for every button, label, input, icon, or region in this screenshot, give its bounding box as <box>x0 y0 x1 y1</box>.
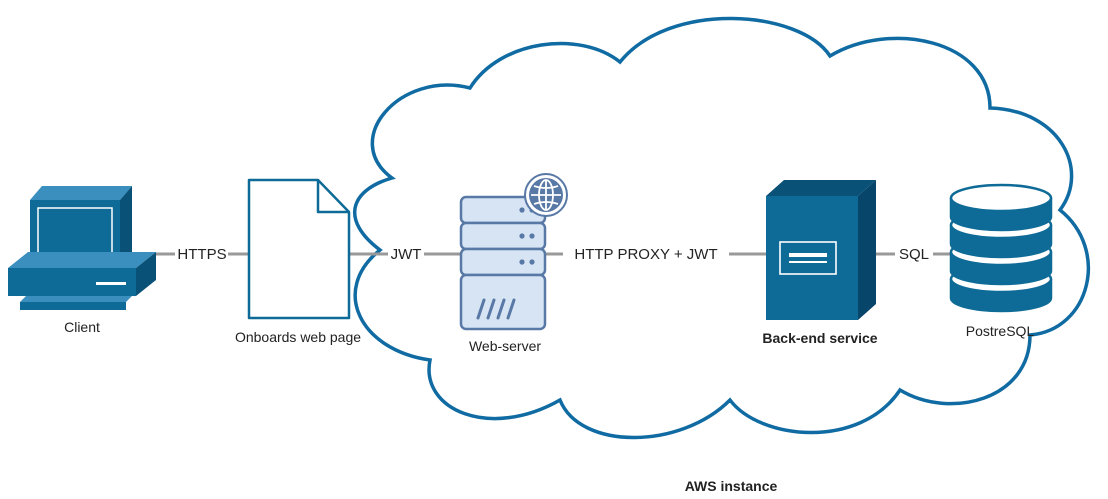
edge-label-jwt: JWT <box>391 246 422 263</box>
aws-instance-label: AWS instance <box>685 478 778 494</box>
web-server-icon <box>459 195 547 331</box>
edge-label-https: HTTPS <box>177 246 226 263</box>
desktop-computer-icon <box>8 186 156 310</box>
backend-label: Back-end service <box>762 330 877 346</box>
client-label: Client <box>64 319 100 335</box>
document-icon <box>247 178 351 320</box>
aws-cloud-boundary <box>352 16 1091 440</box>
server-tower-icon <box>766 180 876 320</box>
web-page-label: Onboards web page <box>235 329 361 345</box>
globe-icon <box>524 173 568 217</box>
web-server-label: Web-server <box>469 338 541 354</box>
database-label: PostreSQL <box>966 323 1035 339</box>
edge-label-http-proxy-jwt: HTTP PROXY + JWT <box>574 246 717 263</box>
database-icon <box>949 183 1053 313</box>
edge-label-sql: SQL <box>899 246 929 263</box>
